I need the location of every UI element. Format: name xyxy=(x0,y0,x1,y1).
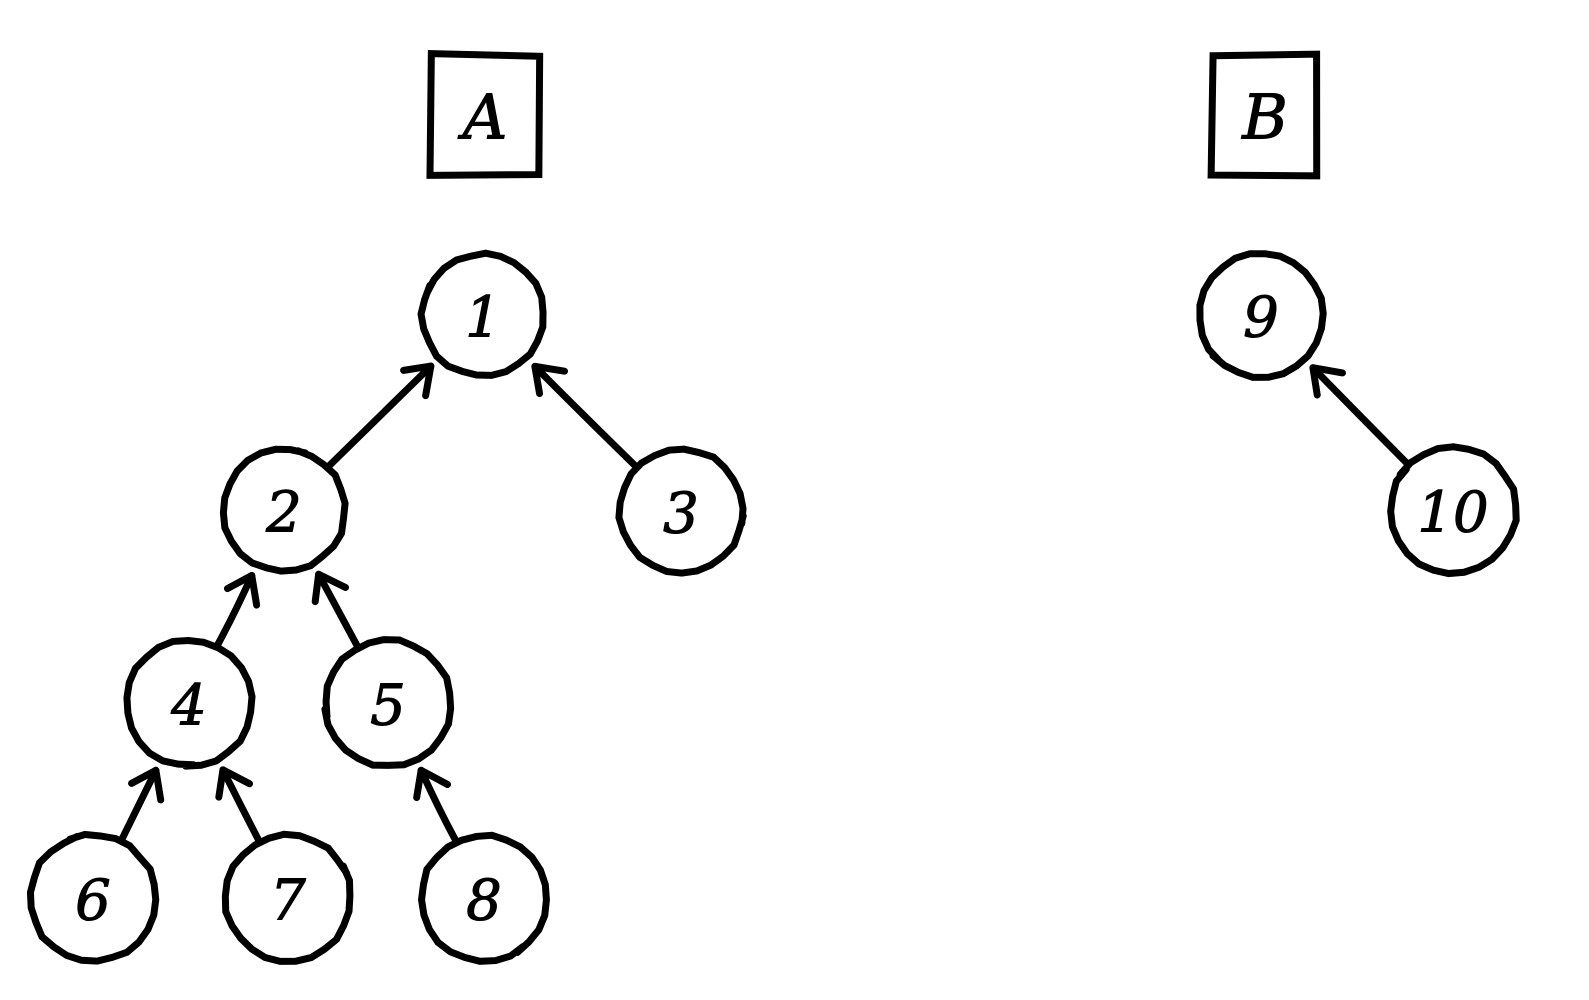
node-circle-outline xyxy=(221,830,354,965)
graph-node-2[interactable]: 2 xyxy=(219,445,349,575)
node-circle-outline xyxy=(418,831,550,965)
node-label-1: 1 xyxy=(465,286,501,351)
arrow-head-icon xyxy=(311,570,350,606)
node-label-9: 9 xyxy=(1243,286,1279,351)
edge-shaft xyxy=(117,766,160,845)
node-label-7: 7 xyxy=(270,869,306,934)
graph-node-5[interactable]: 5 xyxy=(321,636,455,769)
arrow-head-icon xyxy=(400,362,435,400)
edge-10-to-9 xyxy=(1309,364,1412,468)
graph-node-4[interactable]: 4 xyxy=(123,637,256,770)
node-circle-outline xyxy=(321,636,455,769)
graph-node-7[interactable]: 7 xyxy=(221,830,354,965)
node-label-6: 6 xyxy=(75,869,111,934)
node-label-2: 2 xyxy=(265,481,302,546)
edge-6-to-4 xyxy=(117,766,165,845)
node-label-10: 10 xyxy=(1417,481,1488,546)
nodes-layer: 1 2 3 4 5 6 7 8 9 10 xyxy=(26,249,1520,965)
group-box-outline-b xyxy=(1207,50,1321,180)
node-circle-outline xyxy=(123,637,256,770)
group-label-box-b: B xyxy=(1207,50,1321,180)
graph-node-3[interactable]: 3 xyxy=(615,445,747,577)
graph-node-1[interactable]: 1 xyxy=(417,249,547,379)
edge-shaft xyxy=(315,570,362,651)
arrow-head-icon xyxy=(215,766,254,801)
arrow-head-icon xyxy=(531,362,568,398)
node-circle-outline xyxy=(417,249,547,379)
arrow-head-icon xyxy=(413,766,452,802)
node-label-3: 3 xyxy=(663,482,699,547)
edge-shaft xyxy=(531,362,640,471)
graph-node-6[interactable]: 6 xyxy=(26,830,160,965)
node-circle-outline xyxy=(615,445,747,577)
edge-4-to-2 xyxy=(213,572,261,650)
node-circle-outline xyxy=(26,830,160,965)
group-label-box-a: A xyxy=(426,50,544,179)
group-label-text-b: B xyxy=(1241,81,1288,154)
edge-7-to-4 xyxy=(215,766,263,845)
edge-shaft xyxy=(417,766,460,845)
edge-5-to-2 xyxy=(311,570,362,651)
arrow-head-icon xyxy=(1309,364,1346,399)
edge-shaft xyxy=(1309,364,1412,468)
node-circle-outline xyxy=(1196,250,1327,381)
edge-3-to-1 xyxy=(531,362,640,471)
node-label-4: 4 xyxy=(170,674,207,739)
group-box-outline-a xyxy=(426,50,544,179)
node-circle-outline xyxy=(219,445,349,575)
node-label-8: 8 xyxy=(466,869,502,934)
group-label-text-a: A xyxy=(458,81,508,154)
edge-shaft xyxy=(324,362,435,471)
arrow-head-icon xyxy=(223,572,261,609)
graph-node-8[interactable]: 8 xyxy=(418,831,550,965)
edge-shaft xyxy=(213,572,256,650)
graph-node-10[interactable]: 10 xyxy=(1387,443,1520,578)
node-circle-outline xyxy=(1387,443,1520,578)
edge-2-to-1 xyxy=(324,362,435,471)
edges-layer xyxy=(117,362,1412,845)
edge-8-to-5 xyxy=(413,766,460,845)
edge-shaft xyxy=(219,766,263,845)
node-label-5: 5 xyxy=(370,674,406,739)
arrow-head-icon xyxy=(128,766,165,804)
graph-node-9[interactable]: 9 xyxy=(1196,250,1327,381)
